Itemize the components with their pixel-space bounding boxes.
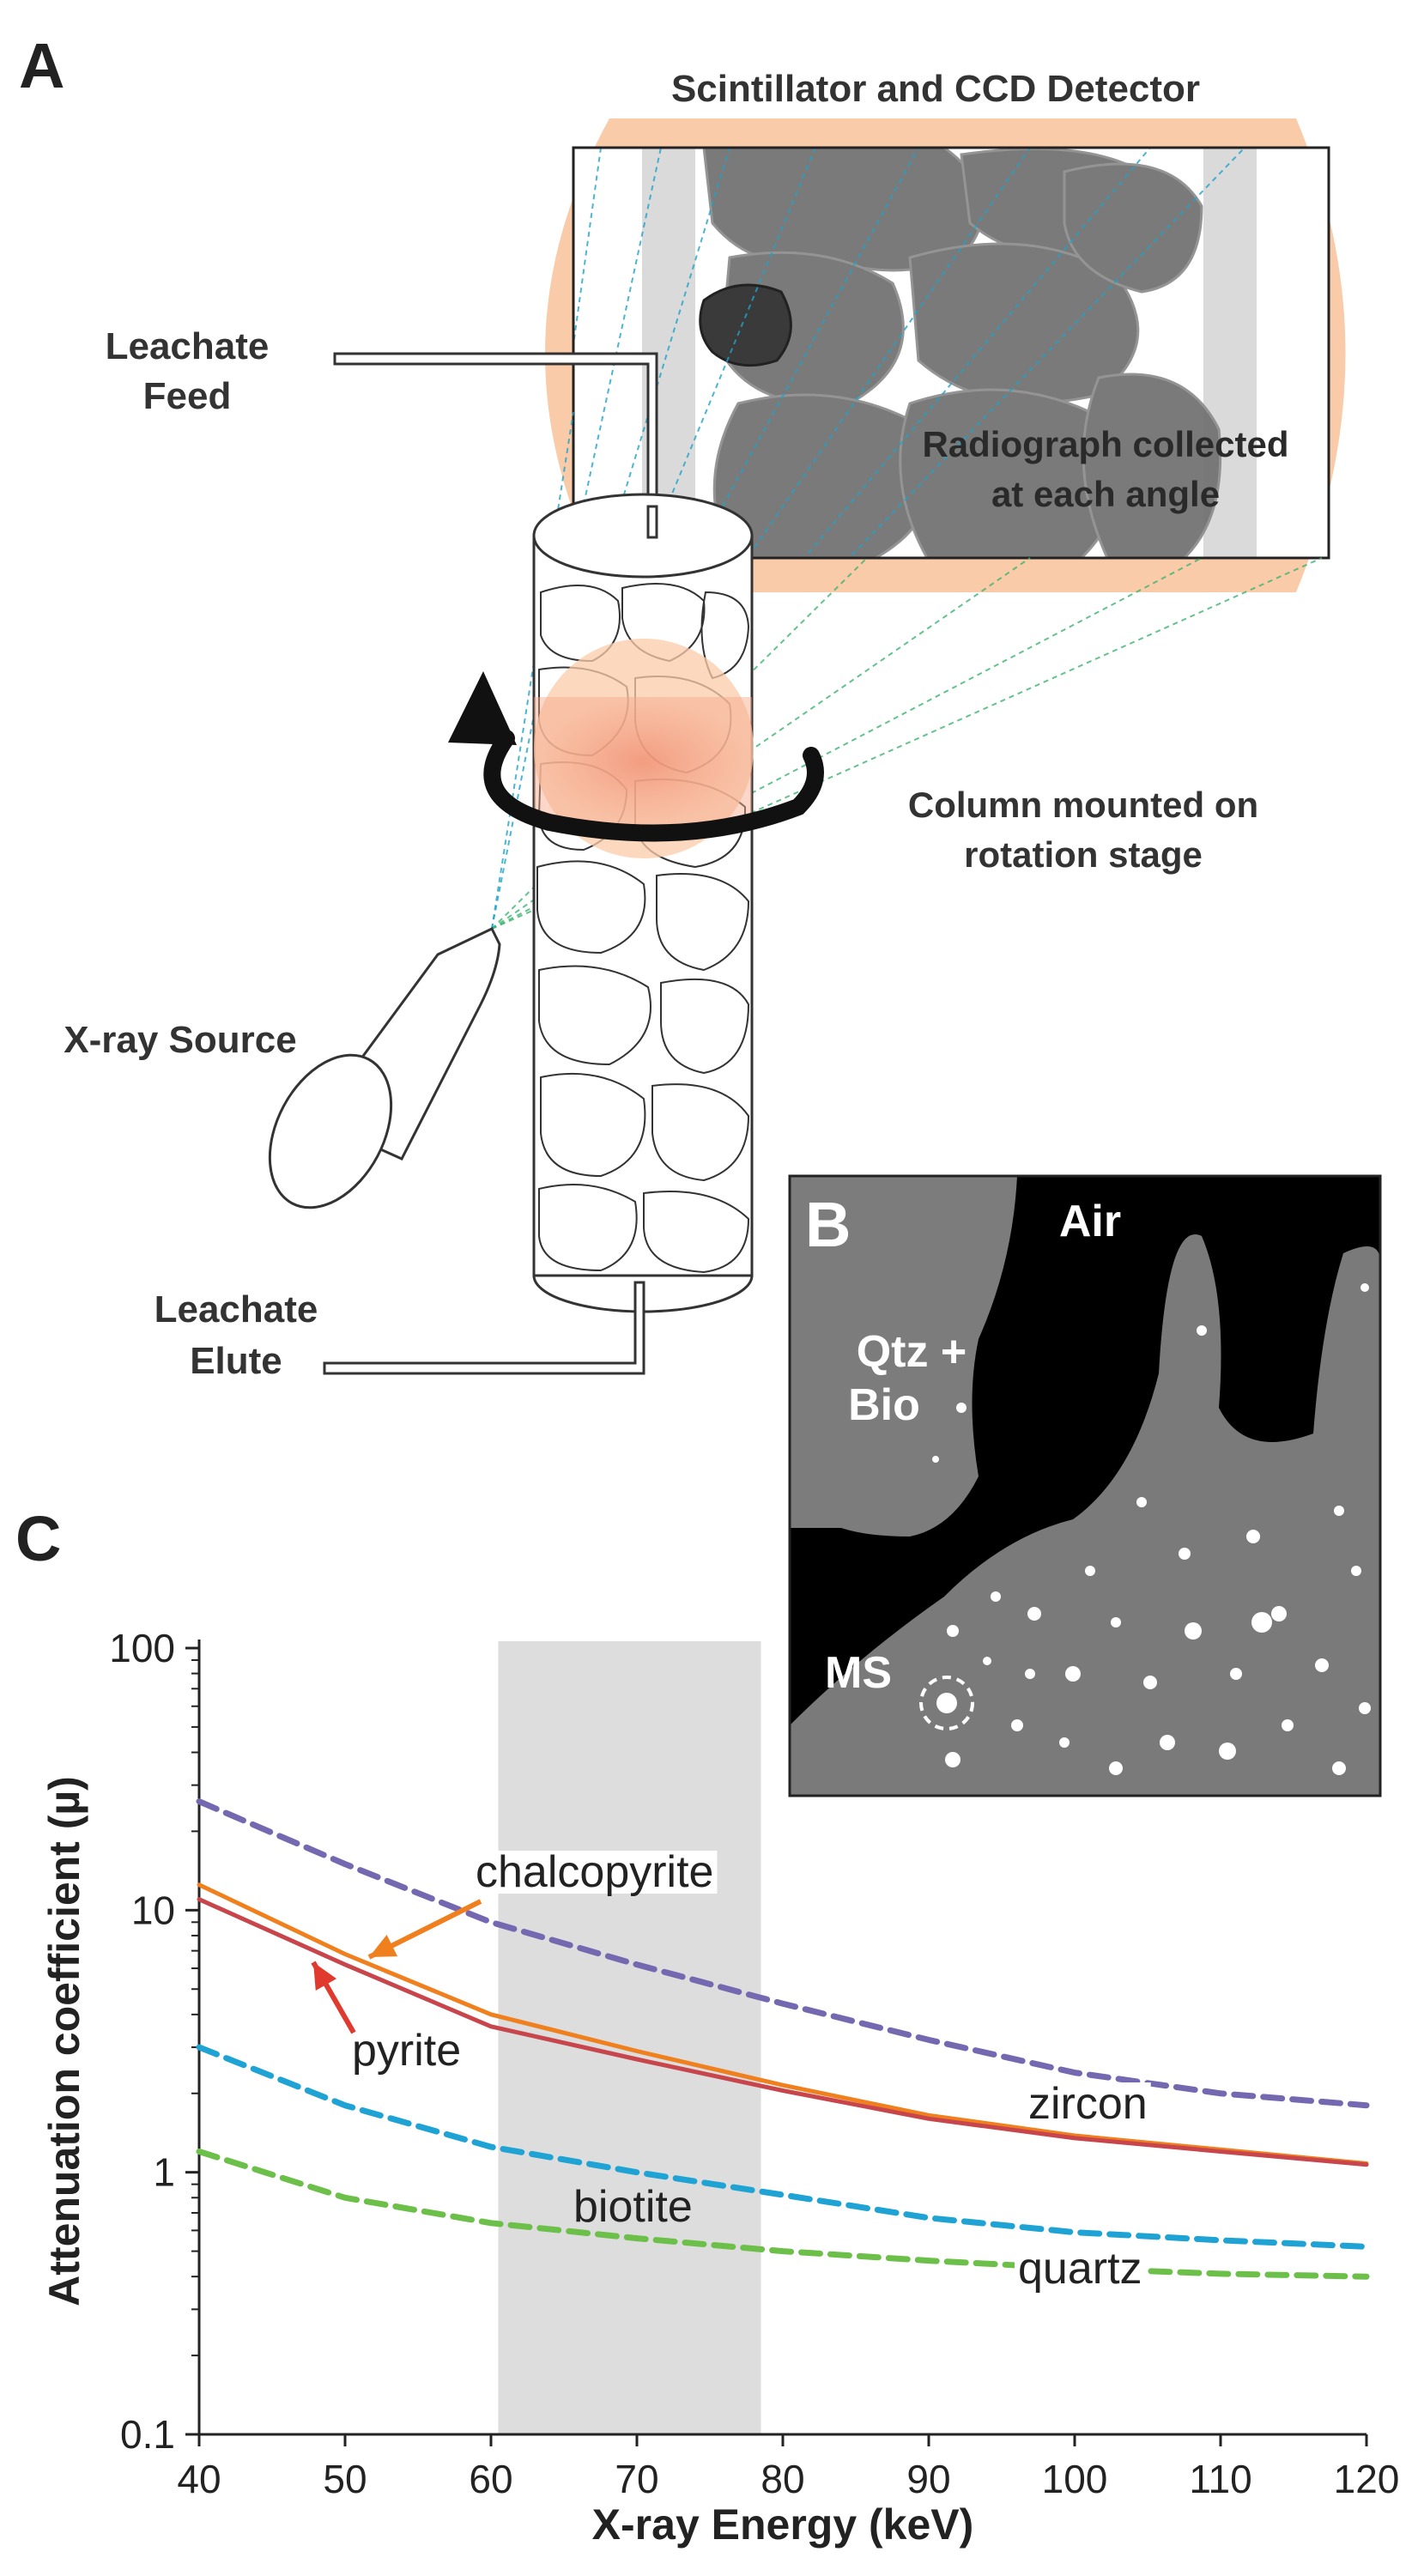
panel-a-label: A: [19, 30, 64, 101]
detector-title: Scintillator and CCD Detector: [671, 68, 1200, 110]
y-tick-label: 1: [153, 2150, 175, 2195]
air-label: Air: [1059, 1197, 1121, 1246]
panel-b: B Air Qtz + Bio MS: [788, 1174, 1382, 1797]
xray-source-label: X-ray Source: [64, 1019, 296, 1061]
leachate-elute-pipe: [323, 1281, 645, 1375]
leachate-feed-label-line2: Feed: [143, 375, 232, 417]
ms-particles: [932, 1283, 1371, 1775]
rotation-slice: [534, 697, 752, 826]
series-line-chalcopyrite: [197, 1882, 1369, 2166]
chalcopyrite-pointer-head-icon: [369, 1935, 398, 1957]
series-label-pyrite: pyrite: [352, 2026, 461, 2076]
panel-c-label: C: [15, 1503, 61, 1574]
qtz-bio-region: [790, 1176, 1017, 1537]
x-axis-label: X-ray Energy (keV): [592, 2500, 974, 2549]
x-tick-label: 80: [761, 2457, 804, 2501]
radiograph-grains: [702, 148, 1222, 558]
y-tick-label: 100: [109, 1626, 175, 1670]
series-line-pyrite: [197, 1897, 1369, 2167]
ms-highlight-circle: [919, 1676, 974, 1730]
rotation-stage-label-line2: rotation stage: [964, 834, 1203, 875]
rotation-arrowhead-icon: [448, 671, 517, 745]
series-label-backing: [472, 1851, 718, 1894]
ms-region: [790, 1234, 1380, 1796]
x-tick-label: 90: [906, 2457, 950, 2501]
series-label-backing: [1015, 2247, 1146, 2290]
series-label-backing: [348, 2029, 465, 2072]
series-label-backing: [570, 2185, 696, 2228]
qtz-bio-label-line2: Bio: [848, 1380, 920, 1430]
series-label-backing: [1025, 2082, 1151, 2125]
rotation-stage-label-line1: Column mounted on: [908, 785, 1258, 825]
leachate-elute-label-line1: Leachate: [155, 1288, 318, 1330]
series-line-zircon: [196, 1798, 1370, 2109]
series-line-quartz: [196, 2149, 1370, 2280]
x-tick-label: 60: [469, 2457, 512, 2501]
dense-grain: [699, 283, 792, 367]
leachate-elute-label-line2: Elute: [190, 1340, 282, 1382]
y-axis-label: Attenuation coefficient (µ): [40, 1776, 88, 2306]
xray-source: [268, 927, 501, 1209]
pyrite-pointer-head-icon: [313, 1962, 337, 1991]
x-tick-label: 100: [1042, 2457, 1108, 2501]
series-label-zircon: zircon: [1028, 2079, 1148, 2129]
y-tick-label: 10: [131, 1888, 175, 1932]
ms-label: MS: [825, 1648, 892, 1698]
y-tick-label: 0.1: [120, 2412, 175, 2457]
x-tick-label: 120: [1334, 2457, 1400, 2501]
qtz-bio-label-line1: Qtz +: [857, 1327, 967, 1377]
panel-b-label: B: [805, 1189, 851, 1260]
x-tick-label: 40: [177, 2457, 221, 2501]
series-label-biotite: biotite: [573, 2182, 693, 2232]
sample-column: [532, 493, 754, 1313]
panel-a: A Scintillator and CCD Detector: [19, 30, 1346, 1382]
x-tick-label: 70: [615, 2457, 658, 2501]
radiograph-label-line1: Radiograph collected: [922, 424, 1288, 464]
x-tick-label: 110: [1189, 2457, 1251, 2501]
leachate-feed-label-line1: Leachate: [106, 325, 270, 367]
rotation-arrow: [483, 730, 824, 842]
series-line-biotite: [196, 2044, 1370, 2250]
x-tick-label: 50: [323, 2457, 367, 2501]
radiograph-label-line2: at each angle: [991, 474, 1220, 514]
series-label-quartz: quartz: [1018, 2244, 1142, 2294]
series-label-chalcopyrite: chalcopyrite: [476, 1847, 713, 1897]
